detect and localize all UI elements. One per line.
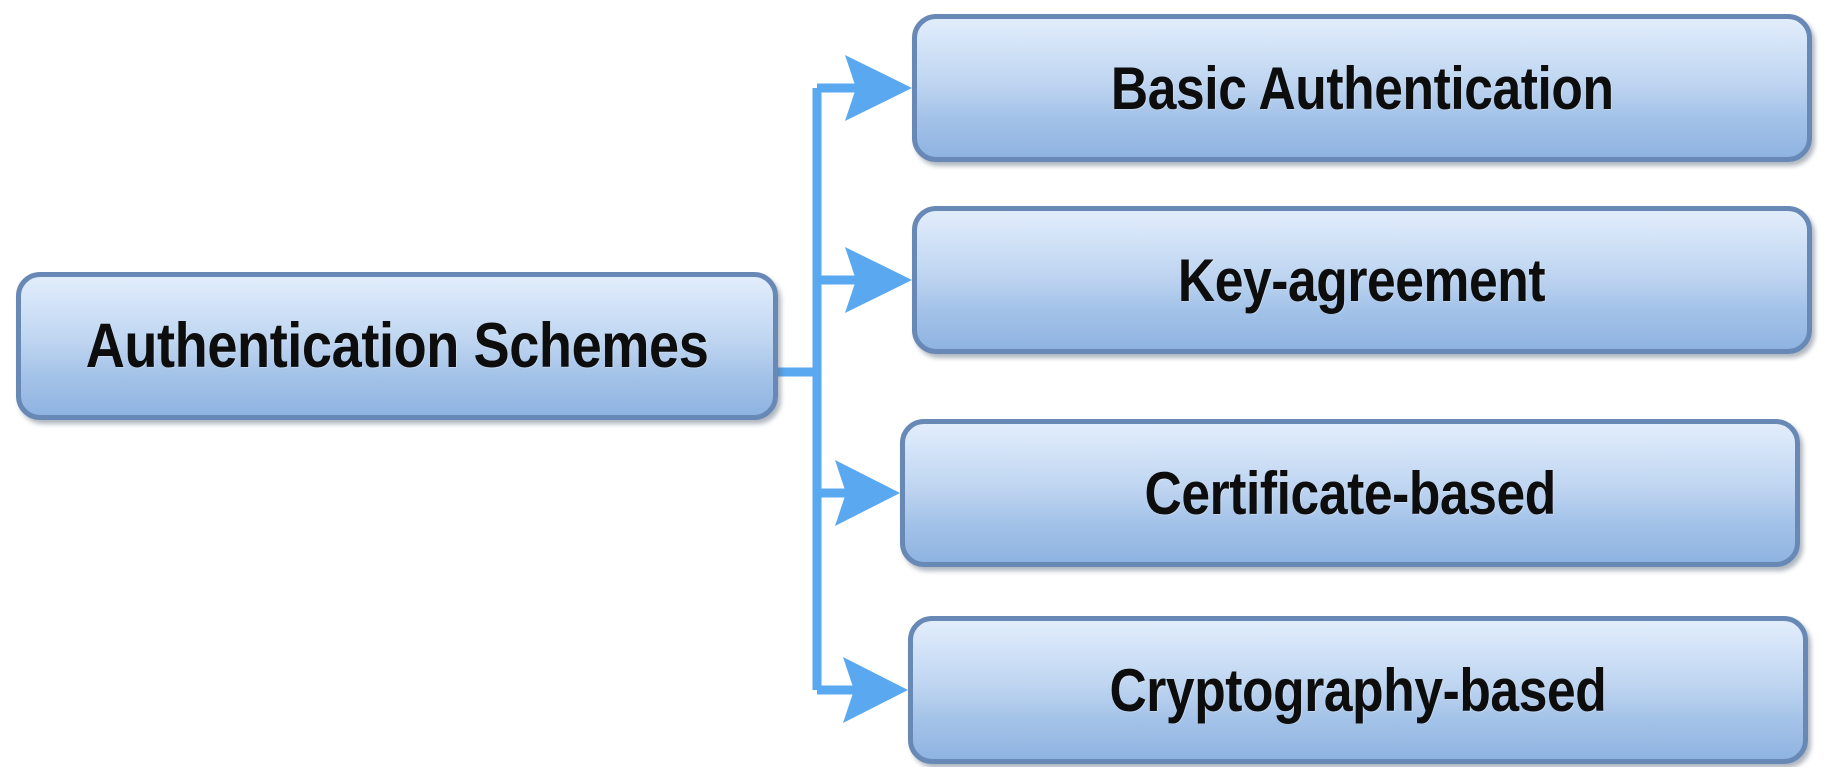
connector-arrow-key-agreement (817, 247, 912, 313)
node-label-basic-authentication: Basic Authentication (1110, 54, 1614, 122)
node-authentication-schemes[interactable]: Authentication Schemes (16, 272, 778, 420)
connector-arrow-basic-authentication (817, 55, 912, 121)
node-label-key-agreement: Key-agreement (1178, 246, 1546, 314)
node-cryptography-based[interactable]: Cryptography-based (908, 616, 1808, 764)
node-certificate-based[interactable]: Certificate-based (900, 419, 1800, 567)
node-label-authentication-schemes: Authentication Schemes (85, 311, 709, 381)
connector-arrow-cryptography-based (817, 657, 908, 723)
node-key-agreement[interactable]: Key-agreement (912, 206, 1812, 354)
node-label-certificate-based: Certificate-based (1144, 459, 1556, 527)
node-basic-authentication[interactable]: Basic Authentication (912, 14, 1812, 162)
node-label-cryptography-based: Cryptography-based (1109, 656, 1607, 724)
connector-arrow-certificate-based (817, 460, 900, 526)
